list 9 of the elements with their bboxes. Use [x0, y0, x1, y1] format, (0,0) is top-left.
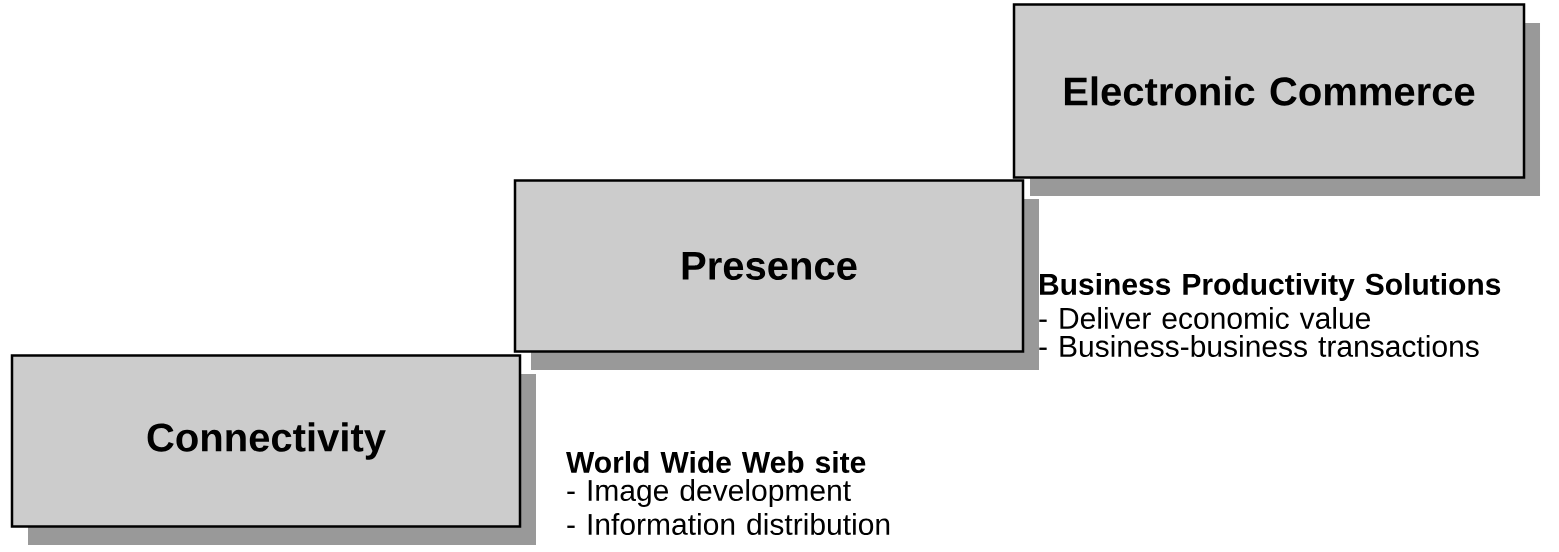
bullet-text: - Information distribution	[567, 513, 890, 536]
heading-text: Business Productivity Solutions	[1040, 273, 1501, 301]
bullet-text: - Business-business transactions	[1039, 335, 1479, 358]
heading-text: World Wide Web site	[566, 451, 866, 474]
stage-box: Presence	[513, 179, 1039, 370]
bullet-text: - Image development	[567, 479, 851, 507]
stage-box: Electronic Commerce	[1012, 3, 1540, 196]
stage-box: Connectivity	[10, 354, 536, 545]
bullet-text: - Deliver economic value	[1039, 306, 1371, 329]
